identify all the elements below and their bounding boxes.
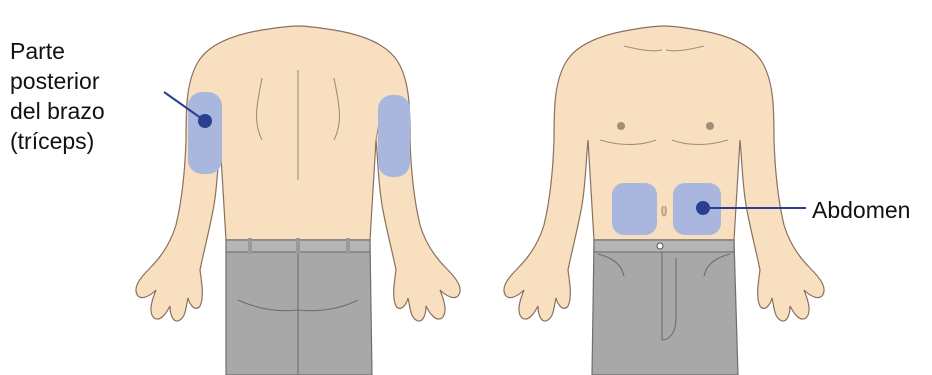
back-left-triceps-site — [188, 92, 222, 174]
front-left-nipple — [617, 122, 625, 130]
triceps-site-label: Parte posterior del brazo (tríceps) — [10, 36, 105, 156]
arm-pointer-dot — [198, 114, 212, 128]
abdomen-pointer-dot — [696, 201, 710, 215]
triceps-label-line-1: Parte — [10, 36, 105, 66]
back-view-figure — [136, 26, 460, 375]
front-right-nipple — [706, 122, 714, 130]
back-belt-loop-1 — [248, 238, 252, 254]
triceps-label-line-4: (tríceps) — [10, 126, 105, 156]
front-belt-button — [657, 243, 663, 249]
front-belt — [594, 240, 734, 252]
back-belt-loop-2 — [296, 238, 300, 254]
front-view-figure — [504, 26, 824, 375]
triceps-label-line-2: posterior — [10, 66, 105, 96]
back-belt-loop-3 — [346, 238, 350, 254]
front-abdomen-left-site — [612, 183, 657, 235]
back-right-triceps-site — [378, 95, 410, 177]
back-pants — [226, 240, 372, 375]
front-navel — [662, 206, 666, 216]
triceps-label-line-3: del brazo — [10, 96, 105, 126]
abdomen-site-label: Abdomen — [812, 195, 910, 225]
